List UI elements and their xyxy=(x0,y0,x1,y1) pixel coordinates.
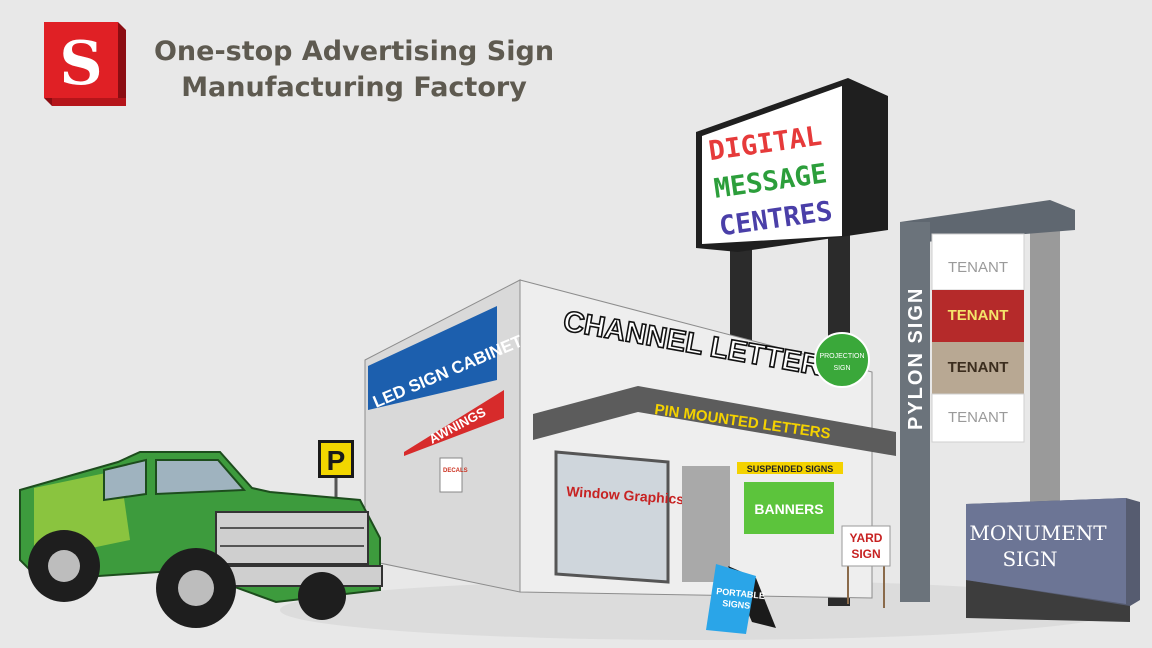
logo-icon: S xyxy=(44,22,126,106)
projection-line-2: SIGN xyxy=(833,365,850,372)
tagline: One-stop Advertising Sign Manufacturing … xyxy=(144,34,564,106)
portable-line-2: SIGNS xyxy=(722,598,751,611)
yard-sign: YARD SIGN xyxy=(841,525,891,608)
logo-letter: S xyxy=(59,29,102,99)
tagline-line-2: Manufacturing Factory xyxy=(181,72,527,103)
pylon-label: PYLON SIGN xyxy=(905,287,927,430)
suspended-signs-label: SUSPENDED SIGNS xyxy=(747,464,834,474)
pylon-tenant-2: TENANT xyxy=(948,307,1009,324)
monument-line-2: SIGN xyxy=(1002,547,1057,571)
monument-line-1: MONUMENT xyxy=(969,521,1107,545)
portable-signs: PORTABLE SIGNS xyxy=(706,564,776,634)
decals-label: DECALS xyxy=(443,468,468,474)
projection-line-1: PROJECTION xyxy=(819,353,864,360)
yard-line-1: YARD xyxy=(850,531,883,545)
banners-label: BANNERS xyxy=(754,501,823,517)
parking-sign: P xyxy=(318,440,354,530)
pylon-tenant-1: TENANT xyxy=(948,259,1008,276)
pylon-tenant-3: TENANT xyxy=(948,359,1009,376)
pylon-tenant-4: TENANT xyxy=(948,409,1008,426)
yard-line-2: SIGN xyxy=(851,547,880,561)
parking-letter: P xyxy=(327,445,346,476)
monument-sign: MONUMENT SIGN xyxy=(966,498,1140,622)
store-building: LED SIGN CABINET CHANNEL LETTERS AWNINGS… xyxy=(364,279,896,599)
tagline-line-1: One-stop Advertising Sign xyxy=(153,36,555,67)
truck-icon xyxy=(19,451,383,628)
